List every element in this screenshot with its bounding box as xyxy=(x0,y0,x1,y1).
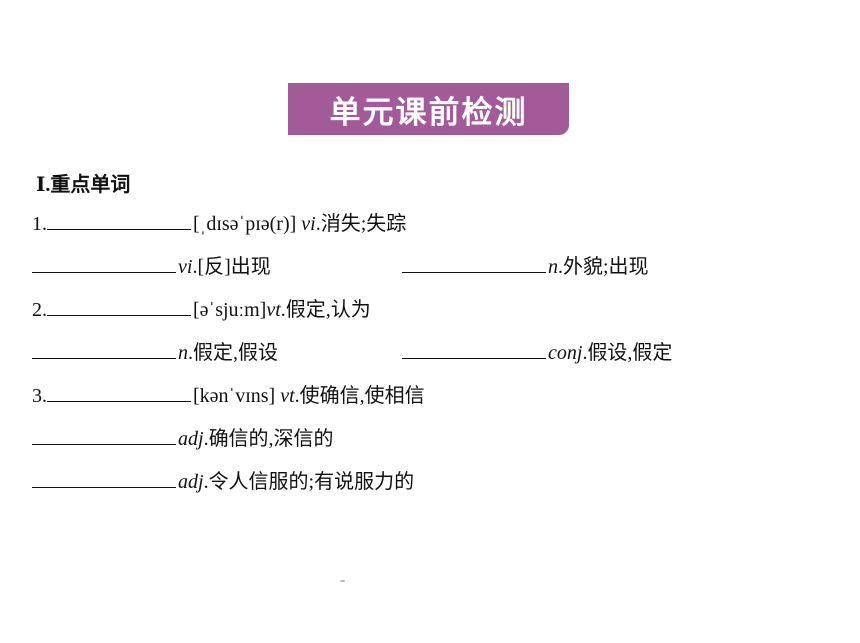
meaning: .假定,认为 xyxy=(280,299,371,321)
answer-blank[interactable] xyxy=(402,254,546,273)
part-of-speech: n xyxy=(178,342,188,364)
meaning: .确信的,深信的 xyxy=(203,428,334,450)
part-of-speech: vi xyxy=(301,213,316,235)
answer-blank[interactable] xyxy=(32,340,176,359)
section-heading: Ⅰ.重点单词 xyxy=(36,174,131,196)
answer-blank[interactable] xyxy=(47,297,191,316)
word-item-2: 2. [əˈsjuːm]vt.假定,认为 xyxy=(32,297,371,323)
word-item-3: 3. [kənˈvɪns] vt.使确信,使相信 xyxy=(32,383,425,409)
answer-blank[interactable] xyxy=(32,254,176,273)
word-item-3b: adj.令人信服的;有说服力的 xyxy=(32,469,414,495)
item-number: 3. xyxy=(32,385,47,407)
part-of-speech: n xyxy=(548,256,558,278)
meaning: .外貌;出现 xyxy=(558,256,649,278)
answer-blank[interactable] xyxy=(47,211,191,230)
banner-title: 单元课前检测 xyxy=(329,94,528,131)
word-item-1a: vi.[反]出现 xyxy=(32,254,271,280)
meaning: .使确信,使相信 xyxy=(294,385,425,407)
word-item-1b: n.外貌;出现 xyxy=(402,254,649,280)
meaning: .消失;失踪 xyxy=(315,213,407,235)
section-banner: 单元课前检测 xyxy=(288,83,569,135)
part-of-speech: vt xyxy=(280,385,295,407)
phonetic: [kənˈvɪns] xyxy=(193,385,281,407)
item-number: 2. xyxy=(32,299,47,321)
word-item-3a: adj.确信的,深信的 xyxy=(32,426,334,452)
decorative-dot xyxy=(340,580,345,582)
answer-blank[interactable] xyxy=(402,340,546,359)
phonetic: [əˈsjuːm] xyxy=(193,299,267,321)
part-of-speech: conj xyxy=(548,342,583,364)
meaning: .假定,假设 xyxy=(188,342,278,364)
part-of-speech: vi xyxy=(178,256,193,278)
part-of-speech: adj xyxy=(178,428,204,450)
meaning: .[反]出现 xyxy=(192,256,271,278)
item-number: 1. xyxy=(32,213,47,235)
phonetic: [ˌdɪsəˈpɪə(r)] xyxy=(193,213,302,235)
answer-blank[interactable] xyxy=(32,469,176,488)
part-of-speech: adj xyxy=(178,471,204,493)
meaning: .假设,假定 xyxy=(582,342,673,364)
answer-blank[interactable] xyxy=(47,383,191,402)
word-item-2a: n.假定,假设 xyxy=(32,340,278,366)
part-of-speech: vt xyxy=(266,299,281,321)
meaning: .令人信服的;有说服力的 xyxy=(203,471,415,493)
word-item-2b: conj.假设,假定 xyxy=(402,340,672,366)
word-item-1: 1. [ˌdɪsəˈpɪə(r)] vi.消失;失踪 xyxy=(32,211,406,237)
answer-blank[interactable] xyxy=(32,426,176,445)
